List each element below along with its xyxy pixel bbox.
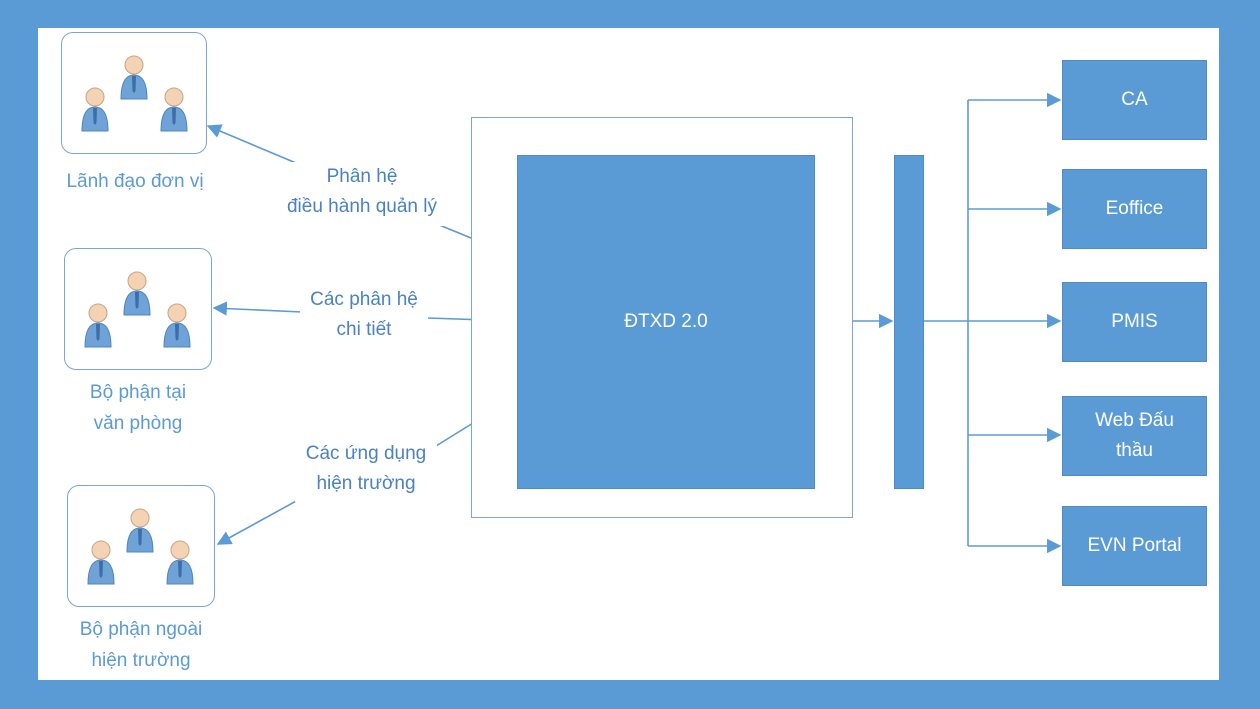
system-label: Eoffice	[1105, 198, 1164, 219]
person-icon	[120, 55, 148, 100]
person-icon	[87, 540, 115, 585]
system-ca: CA	[1062, 60, 1207, 140]
system-label: EVN Portal	[1087, 535, 1182, 556]
person-icon	[126, 508, 154, 553]
leaders-caption: Lãnh đạo đơn vị	[66, 171, 204, 192]
system-label: PMIS	[1111, 311, 1158, 332]
person-icon	[81, 87, 109, 132]
person-icon	[160, 87, 188, 132]
users-group-icon	[84, 271, 191, 348]
office-group	[64, 248, 212, 370]
system-web-dau-thau: Web Đấu thầu	[1062, 396, 1207, 476]
person-icon	[123, 271, 151, 316]
management-label: Phân hệ điều hành quản lý	[268, 162, 456, 226]
arrow-to-field	[216, 499, 299, 545]
arrow-to-office	[212, 301, 303, 316]
system-pmis: PMIS	[1062, 282, 1207, 362]
core-system-box: ĐTXD 2.0	[517, 155, 815, 489]
field-group	[67, 485, 215, 607]
person-icon	[166, 540, 194, 585]
system-label: Web Đấu thầu	[1095, 410, 1174, 461]
users-group-icon	[81, 55, 188, 132]
field-caption: Bộ phận ngoài hiện trường	[79, 619, 203, 671]
person-icon	[163, 303, 191, 348]
system-eoffice: Eoffice	[1062, 169, 1207, 249]
system-evn-portal: EVN Portal	[1062, 506, 1207, 586]
leaders-group	[61, 32, 207, 154]
system-label: CA	[1121, 89, 1148, 110]
integration-bus	[894, 155, 924, 489]
office-caption: Bộ phận tại văn phòng	[89, 382, 187, 434]
field-apps-label: Các ứng dụng hiện trường	[295, 439, 437, 502]
users-group-icon	[87, 508, 194, 585]
detail-label: Các phân hệ chi tiết	[300, 285, 428, 347]
arrow-to-leaders	[206, 124, 297, 164]
core-label: ĐTXD 2.0	[624, 311, 708, 332]
person-icon	[84, 303, 112, 348]
